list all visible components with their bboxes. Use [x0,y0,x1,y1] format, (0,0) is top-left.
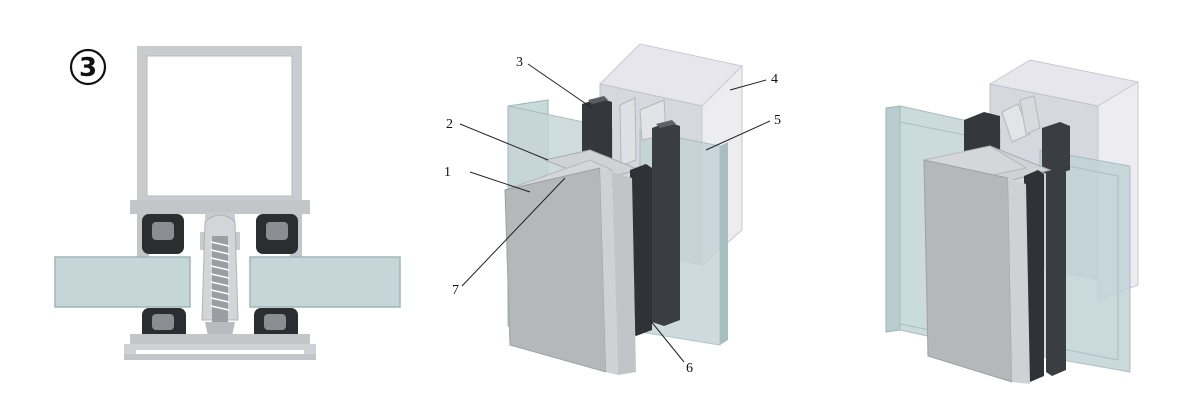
mullion-flange [130,200,310,214]
callout-7: 7 [452,283,459,298]
callout-1: 1 [444,165,451,180]
callout-labels: 1 2 3 4 5 6 7 [444,55,781,376]
glass-pane-left [54,256,191,308]
upper-gasket-left [142,214,184,254]
leader-lines [459,63,771,363]
assembled-gasket-right [1046,168,1066,376]
cover-panel-front [504,167,607,373]
cover-cap [124,344,316,360]
callout-3: 3 [516,55,523,70]
assembled-clip [1001,103,1031,143]
upper-gasket-right [256,214,298,254]
assembled-glass-left [885,105,901,333]
assembled-gasket-left [1024,170,1044,382]
lower-gasket-right [254,308,298,340]
mullion-tube-inner [146,55,293,197]
gasket-strip-5 [652,122,680,326]
section-number-badge: 3 [69,48,107,86]
lower-gasket-left [142,308,186,340]
assembled-cover-front [923,159,1013,383]
pressure-plate [130,334,310,344]
gasket-strip-6 [630,164,652,336]
glazing-clip [619,97,637,167]
callout-5: 5 [774,113,781,128]
callout-4: 4 [771,72,778,87]
callout-6: 6 [686,361,693,376]
assembled-cover-edge [1008,178,1030,384]
callout-2: 2 [446,117,453,132]
screw [205,236,235,336]
cover-panel-edge [600,168,618,375]
assembled-gasket-top-right [1042,122,1070,176]
assembled-3d-view [885,59,1140,384]
section-number: 3 [79,53,97,83]
glass-pane-right [249,256,401,308]
cross-section-view: 3 [54,46,401,360]
exploded-3d-view: 1 2 3 4 5 6 7 [444,43,781,376]
